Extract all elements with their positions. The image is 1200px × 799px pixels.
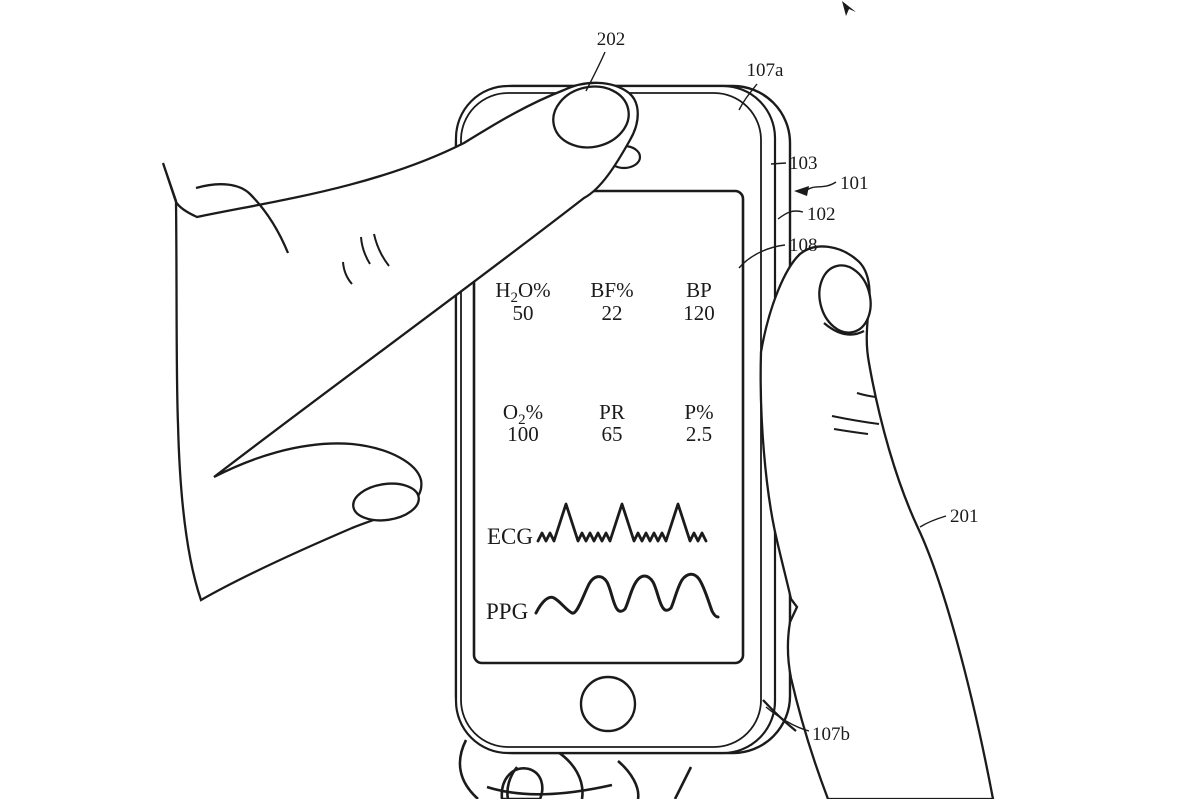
phone: H2O% 50 BF% 22 BP 120 O2% 100 PR 65 P% 2… — [454, 84, 792, 755]
ref-label-107b: 107b — [812, 724, 850, 745]
metric-label: P% — [684, 400, 713, 424]
screen-metrics: H2O% 50 BF% 22 BP 120 O2% 100 PR 65 P% 2… — [495, 278, 714, 446]
waveform-label: ECG — [487, 524, 533, 549]
metric-value: 2.5 — [686, 422, 712, 446]
annotations: 202 107a 103 101 102 108 201 107b — [585, 1, 979, 745]
cursor-arrow-icon — [842, 1, 856, 16]
ref-label-108: 108 — [789, 235, 818, 256]
left-hand — [161, 81, 639, 602]
left-index-fingernail — [552, 85, 630, 149]
right-hand — [759, 245, 995, 799]
ref-label-103: 103 — [789, 153, 818, 174]
metric-label: BF% — [590, 278, 633, 302]
left-finger-creases — [342, 233, 390, 285]
leader-103 — [770, 162, 787, 165]
ref-label-107a: 107a — [747, 60, 785, 81]
leader-107a — [738, 83, 758, 111]
right-thumbnail-base — [823, 322, 865, 336]
ppg-waveform — [534, 572, 720, 619]
screen-waveforms: ECG PPG — [486, 502, 720, 624]
leader-107b — [765, 706, 810, 732]
left-hand-outline — [161, 81, 639, 602]
leader-102 — [777, 210, 804, 220]
ref-label-202: 202 — [597, 29, 626, 50]
metric-value: 100 — [507, 422, 539, 446]
phone-screen — [472, 189, 745, 665]
curled-fingers — [458, 739, 693, 799]
left-thumbnail — [352, 482, 420, 522]
metric-label: BP — [686, 278, 712, 302]
ref-label-101: 101 — [840, 173, 869, 194]
metric-label: PR — [599, 400, 625, 424]
home-button — [579, 675, 637, 733]
waveform-label: PPG — [486, 599, 528, 624]
metric-value: 120 — [683, 301, 715, 325]
arrowhead-101-icon — [794, 186, 809, 196]
metric-value: 22 — [602, 301, 623, 325]
leader-101 — [806, 181, 837, 191]
leader-202 — [585, 51, 606, 92]
metric-value: 50 — [513, 301, 534, 325]
metric-value: 65 — [602, 422, 623, 446]
metric-label: H2O% — [495, 278, 550, 306]
leader-201 — [919, 515, 947, 528]
ecg-waveform — [536, 502, 708, 543]
metric-label: O2% — [503, 400, 543, 428]
leader-108 — [738, 244, 786, 269]
left-hand-knuckle-hump — [195, 183, 290, 254]
right-thumb-creases — [831, 392, 880, 435]
right-thumbnail — [818, 264, 872, 334]
ref-label-102: 102 — [807, 204, 836, 225]
ref-label-201: 201 — [950, 506, 979, 527]
right-hand-outline — [759, 245, 995, 799]
